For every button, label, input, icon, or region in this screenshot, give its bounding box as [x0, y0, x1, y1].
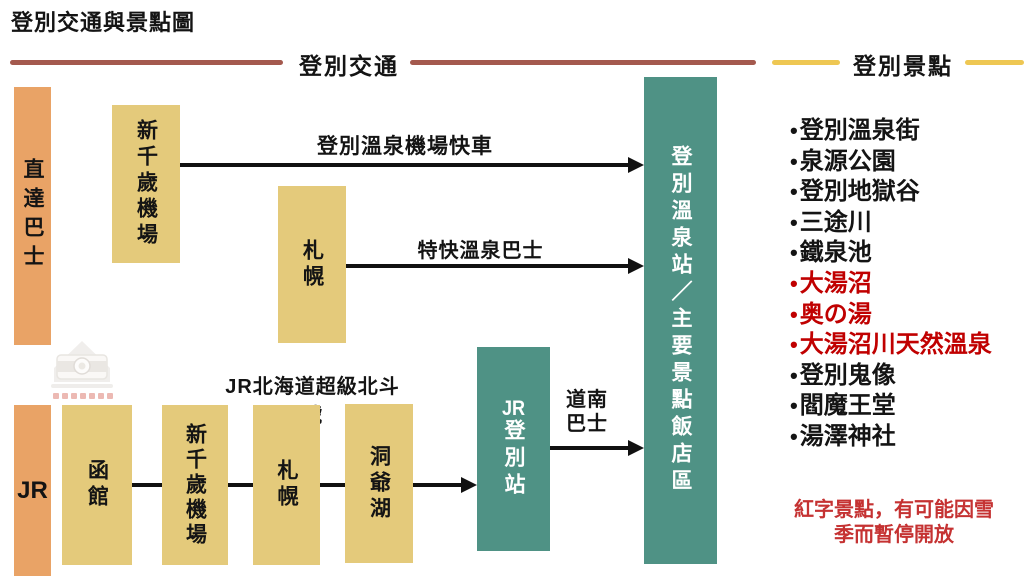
attraction-item: •泉源公園: [790, 147, 992, 178]
node-toyako: 洞爺湖: [345, 404, 413, 563]
attraction-item: •登別地獄谷: [790, 177, 992, 208]
connector-line: [132, 483, 162, 487]
attraction-label: 大湯沼川天然溫泉: [799, 331, 992, 359]
bullet-icon: •: [790, 270, 798, 296]
attraction-label: 奥の湯: [799, 300, 872, 328]
connector-line: [320, 483, 345, 487]
attractions-header-line-right: [965, 60, 1024, 65]
attraction-item-red: •大湯沼川天然溫泉: [790, 330, 992, 361]
attraction-label: 大湯沼: [799, 269, 872, 297]
jr-row-label-box: JR: [14, 405, 51, 576]
watermark-camera-logo: [51, 341, 113, 399]
node-jr-noboribetsu-station: JR登別站: [477, 347, 550, 551]
page-title: 登別交通與景點圖: [11, 10, 196, 35]
arrow-head-icon: [628, 157, 644, 173]
attraction-item: •三途川: [790, 208, 992, 239]
destination-box: 登別溫泉站／主要景點飯店區: [644, 77, 717, 564]
bullet-icon: •: [790, 240, 798, 266]
arrow-head-icon: [461, 477, 477, 493]
node-label: 洞爺湖: [367, 444, 391, 523]
attraction-label: 湯澤神社: [799, 422, 896, 450]
attraction-label: 閻魔王堂: [799, 392, 896, 420]
note-line2: 季而暫停開放: [834, 524, 954, 546]
node-label: 札幌: [275, 459, 298, 511]
destination-label: 登別溫泉站／主要景點飯店區: [669, 145, 692, 496]
arrow-head-icon: [628, 258, 644, 274]
bullet-icon: •: [790, 362, 798, 388]
bullet-icon: •: [790, 423, 798, 449]
node-label: 新千歲機場: [134, 119, 158, 249]
bullet-icon: •: [790, 118, 798, 143]
node-label: 函館: [85, 459, 109, 511]
attraction-label: 鐵泉池: [799, 239, 872, 267]
arrow-line-airport-express: [180, 163, 628, 167]
bullet-icon: •: [790, 148, 798, 174]
transport-header-line-left: [10, 60, 283, 65]
arrow-line-to-jr-station: [413, 483, 461, 487]
node-shin-chitose-airport-bottom: 新千歲機場: [162, 405, 228, 565]
bullet-icon: •: [790, 393, 798, 419]
attractions-list: •登別溫泉街 •泉源公園 •登別地獄谷 •三途川 •鐵泉池 •大湯沼 •奥の湯 …: [790, 116, 992, 453]
node-shin-chitose-airport-top: 新千歲機場: [112, 105, 180, 263]
arrow-line-onsen-bus: [346, 264, 628, 268]
arrow-line-donan-bus: [550, 446, 628, 450]
node-label: 新千歲機場: [183, 422, 207, 548]
route-label-airport-express: 登別溫泉機場快車: [317, 135, 493, 158]
attraction-item: •登別溫泉街: [790, 116, 992, 147]
attraction-item: •閻魔王堂: [790, 391, 992, 422]
bullet-icon: •: [790, 332, 798, 358]
attraction-label: 泉源公園: [799, 147, 896, 175]
bullet-icon: •: [790, 179, 798, 205]
node-sapporo-top: 札幌: [278, 186, 346, 343]
jr-latin-label: JR: [501, 398, 526, 419]
attractions-header-line-left: [772, 60, 840, 65]
attraction-item: •湯澤神社: [790, 422, 992, 453]
route-label-onsen-bus: 特快溫泉巴士: [417, 240, 544, 262]
direct-bus-row-label-box: 直達巴士: [14, 87, 51, 345]
node-hakodate: 函館: [62, 405, 132, 565]
jr-row-label: JR: [17, 476, 48, 504]
attraction-label: 三途川: [799, 208, 872, 236]
snow-closure-note: 紅字景點，有可能因雪 季而暫停開放: [764, 498, 1024, 548]
attraction-label: 登別溫泉街: [799, 117, 920, 144]
donan-bus-label: 道南 巴士: [566, 388, 608, 436]
note-line1: 紅字景點，有可能因雪: [794, 499, 994, 521]
attraction-label: 登別地獄谷: [799, 178, 920, 206]
node-sapporo-bottom: 札幌: [253, 405, 320, 565]
bullet-icon: •: [790, 301, 798, 327]
attraction-item: •登別鬼像: [790, 361, 992, 392]
attractions-section-header: 登別景點: [853, 53, 953, 79]
attraction-item-red: •奥の湯: [790, 300, 992, 331]
jr-cjk-label: 登別站: [502, 419, 525, 500]
connector-line: [228, 483, 253, 487]
arrow-head-icon: [628, 440, 644, 456]
attraction-label: 登別鬼像: [799, 361, 896, 389]
node-label: JR登別站: [501, 398, 526, 500]
bullet-icon: •: [790, 209, 798, 235]
attraction-item: •鐵泉池: [790, 238, 992, 269]
transport-section-header: 登別交通: [299, 53, 399, 79]
transport-header-line-right: [410, 60, 756, 65]
donan-bus-label-line1: 道南: [566, 389, 608, 411]
donan-bus-label-line2: 巴士: [566, 413, 608, 435]
attraction-item-red: •大湯沼: [790, 269, 992, 300]
node-label: 札幌: [300, 238, 324, 291]
direct-bus-row-label: 直達巴士: [21, 158, 44, 274]
